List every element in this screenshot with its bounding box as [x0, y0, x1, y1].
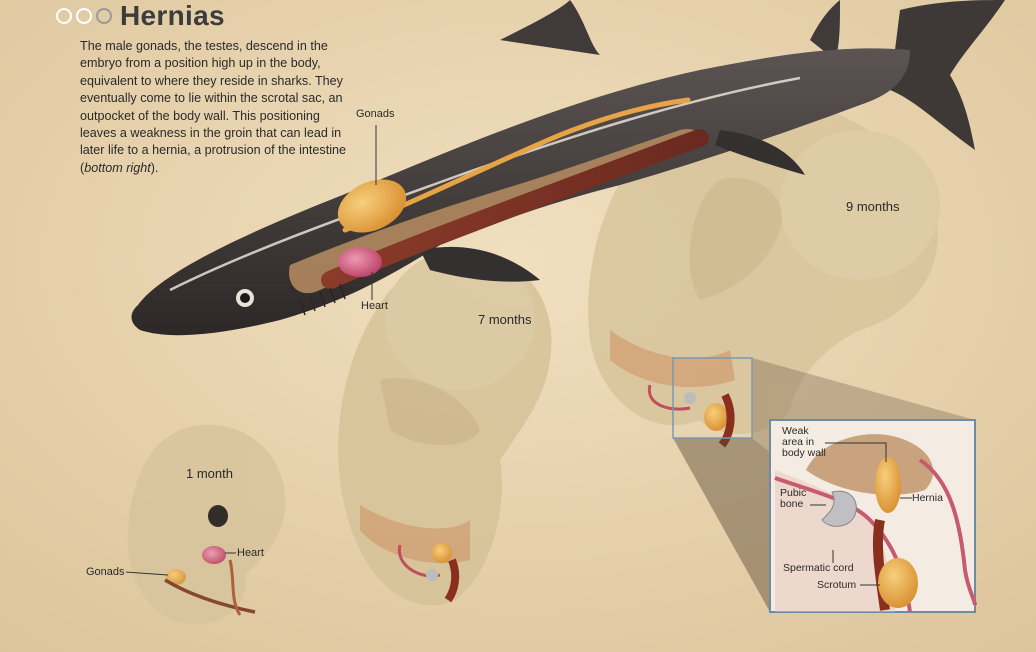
page-title: Hernias: [120, 0, 225, 31]
label-scrotum: Scrotum: [817, 579, 857, 591]
label-shark-gonads: Gonads: [356, 108, 395, 120]
intro-closing: ).: [150, 160, 159, 175]
label-embryo-heart: Heart: [237, 547, 264, 559]
label-9-months: 9 months: [846, 199, 900, 214]
hernia-bulge: [875, 457, 901, 513]
dot-icon[interactable]: [76, 8, 92, 24]
embryo-gonads: [166, 569, 186, 585]
dot-icon[interactable]: [96, 8, 112, 24]
intro-emphasis: bottom right: [84, 160, 151, 175]
scrotum-testis: [878, 558, 918, 608]
fetus-7-months: [338, 248, 552, 606]
nav-dots: [56, 8, 112, 24]
label-hernia: Hernia: [912, 492, 943, 504]
fetus-9-months: [588, 94, 940, 434]
shark-gonad: [337, 179, 407, 233]
label-weak-area: Weak area in body wall: [782, 425, 826, 459]
label-spermatic-cord: Spermatic cord: [783, 562, 854, 574]
embryo-eye: [208, 505, 228, 527]
embryo-heart: [202, 546, 226, 564]
dot-icon[interactable]: [56, 8, 72, 24]
shark: [131, 0, 1005, 336]
intro-text: The male gonads, the testes, descend in …: [80, 38, 355, 177]
intro-body: The male gonads, the testes, descend in …: [80, 39, 347, 175]
label-7-months: 7 months: [478, 312, 532, 327]
label-embryo-gonads: Gonads: [86, 566, 125, 578]
label-shark-heart: Heart: [361, 300, 388, 312]
fetus-7-groin: [397, 543, 460, 603]
shark-heart: [338, 247, 382, 277]
zoom-box: [672, 357, 753, 439]
hernia-inset: [769, 419, 977, 613]
label-pubic-bone: Pubic bone: [780, 487, 807, 510]
label-1-month: 1 month: [186, 466, 233, 481]
fetus-9-groin: [647, 384, 735, 448]
header: Hernias: [56, 0, 225, 32]
